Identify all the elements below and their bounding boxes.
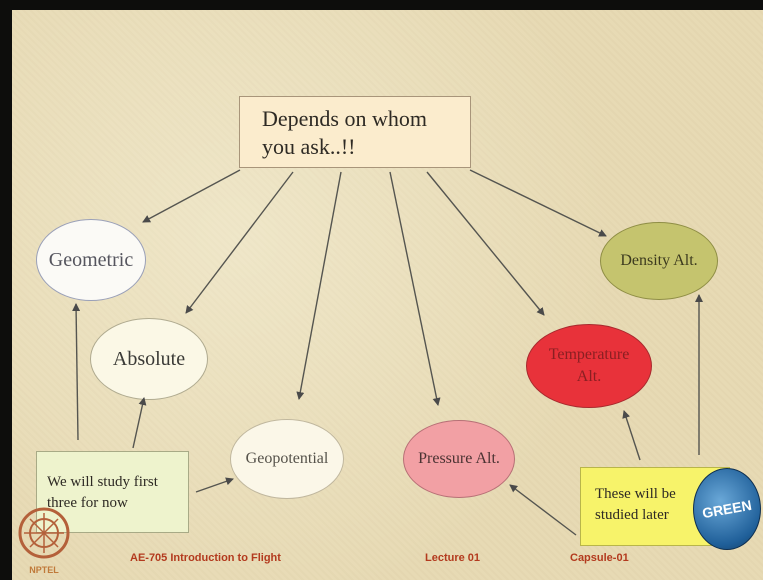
node-geopotential-label: Geopotential [245,450,329,467]
arrow-note-to-temperature [622,410,641,461]
green-badge-icon: GREEN [693,468,761,550]
node-temperature-alt: Temperature Alt. [526,324,652,408]
node-geopotential: Geopotential [230,419,344,499]
root-box: Depends on whom you ask..!! [239,96,471,168]
arrow-root-to-temperature [426,171,545,316]
nptel-logo-icon: NPTEL [14,505,74,575]
node-density-alt: Density Alt. [600,222,718,300]
arrow-root-to-pressure [389,171,441,406]
node-absolute-label: Absolute [112,347,186,370]
note-left-line1: We will study first [47,474,158,490]
note-left: We will study first three for now [36,451,189,533]
footer-course: AE-705 Introduction to Flight [130,552,281,564]
note-right-line2: studied later [595,507,669,523]
arrow-root-to-geometric [142,169,241,223]
arrow-note-to-geopotential [195,477,234,493]
node-absolute: Absolute [90,318,208,400]
arrow-note-to-geometric [72,303,81,441]
nptel-logo-text: NPTEL [29,565,59,575]
node-pressure-alt: Pressure Alt. [403,420,515,498]
node-temperature-line1: Temperature [548,346,630,363]
node-density-alt-label: Density Alt. [620,252,698,269]
arrow-root-to-density [469,169,607,237]
root-text-line2: you ask..!! [262,134,356,159]
note-right-line1: These will be [595,486,676,502]
node-temperature-line2: Alt. [576,368,602,385]
arrow-note-to-pressure [509,484,577,536]
node-geometric-label: Geometric [48,248,134,271]
node-geometric: Geometric [36,219,146,301]
note-left-line2: three for now [47,495,128,511]
node-pressure-alt-label: Pressure Alt. [418,450,500,467]
arrow-note-to-absolute [132,397,147,449]
arrow-root-to-geopotential [296,171,342,400]
arrow-root-to-absolute [185,171,294,314]
footer-lecture: Lecture 01 [425,552,481,564]
footer-capsule: Capsule-01 [570,552,629,564]
root-text-line1: Depends on whom [262,106,427,131]
green-badge-text: GREEN [701,496,753,522]
